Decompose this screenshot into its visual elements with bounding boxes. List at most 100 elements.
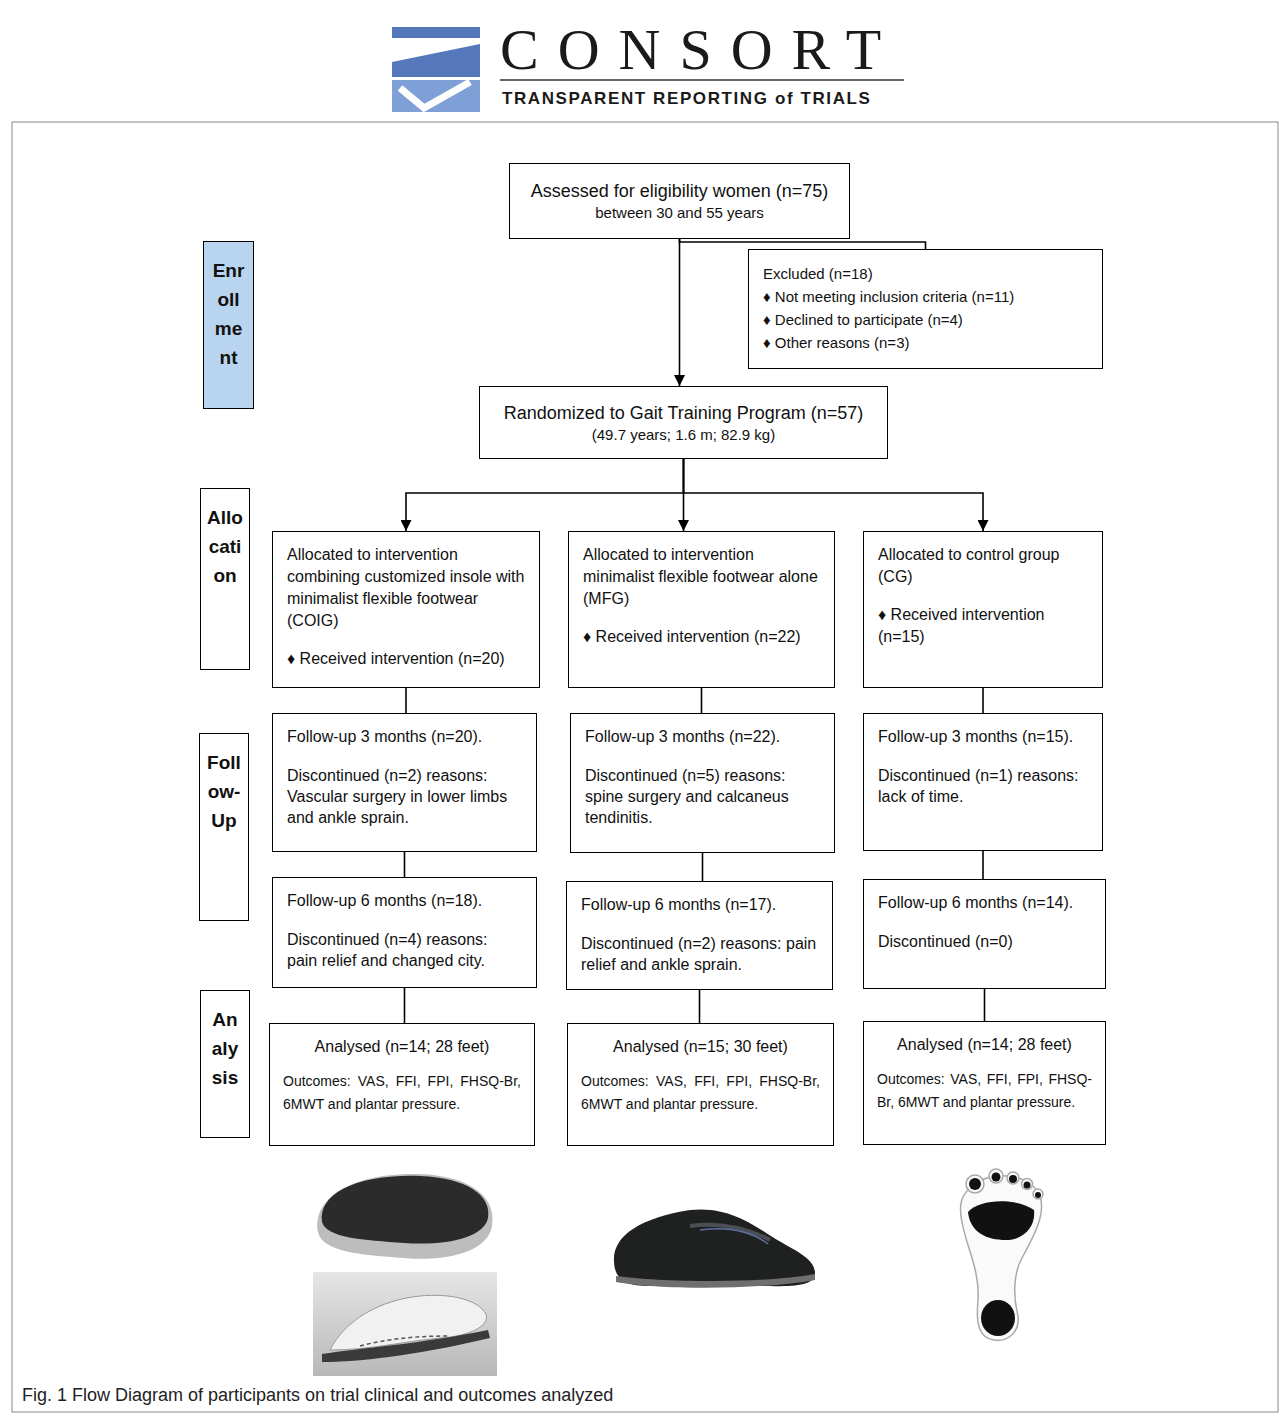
connector-line xyxy=(699,990,701,1023)
box-heading: Enr oll me nt xyxy=(206,256,251,372)
box-text: ♦ Other reasons (n=3) xyxy=(763,331,1088,354)
box-heading: Follow-up 3 months (n=22). xyxy=(585,726,820,747)
connector-arrow xyxy=(684,459,984,531)
insole-photo xyxy=(313,1272,497,1376)
process-box: Assessed for eligibility women (n=75)bet… xyxy=(509,163,850,239)
toe-outline xyxy=(1007,1172,1019,1184)
insole-rim xyxy=(317,1174,492,1259)
pressure-spot xyxy=(1009,1175,1017,1183)
allocation-box: Allocated to intervention minimalist fle… xyxy=(568,531,835,688)
consort-logo-icon xyxy=(392,27,480,112)
box-text: ♦ Received intervention (n=15) xyxy=(878,604,1088,648)
heel-pressure xyxy=(981,1300,1015,1336)
connector-arrow xyxy=(406,459,684,531)
analysis-box: Analysed (n=14; 28 feet)Outcomes: VAS, F… xyxy=(269,1023,535,1146)
box-heading: An aly sis xyxy=(203,1005,247,1092)
allocation-box: Allocated to control group (CG) ♦ Receive… xyxy=(863,531,1103,688)
box-heading: Analysed (n=14; 28 feet) xyxy=(877,1034,1092,1056)
box-text: Discontinued (n=0) xyxy=(878,931,1091,952)
figure-frame xyxy=(12,122,1278,1412)
box-heading: Assessed for eligibility women (n=75) xyxy=(531,179,829,203)
follow-up-box: Follow-up 6 months (n=17). Discontinued (… xyxy=(566,881,833,990)
box-text: Discontinued (n=5) reasons: spine surger… xyxy=(585,765,820,828)
follow-up-box: Follow-up 3 months (n=15). Discontinued (… xyxy=(863,713,1103,851)
box-text: ♦ Received intervention (n=20) xyxy=(287,648,525,670)
box-heading: Follow-up 3 months (n=20). xyxy=(287,726,522,747)
box-text: ♦ Received intervention (n=22) xyxy=(583,626,820,648)
insole-illustration xyxy=(313,1174,497,1376)
follow-up-box: Follow-up 3 months (n=20). Discontinued (… xyxy=(272,713,537,852)
box-heading: Allocated to intervention minimalist fle… xyxy=(583,544,820,610)
stage-band: Allo cati on xyxy=(200,488,250,670)
connector-line xyxy=(405,688,407,713)
logo-stripe xyxy=(392,38,480,62)
foot-pressure-illustration xyxy=(960,1169,1043,1340)
pressure-spot xyxy=(1035,1192,1041,1198)
box-text: ♦ Declined to participate (n=4) xyxy=(763,308,1088,331)
box-text: Outcomes: VAS, FFI, FPI, FHSQ-Br, 6MWT a… xyxy=(877,1068,1092,1114)
exclusion-box: Excluded (n=18)♦ Not meeting inclusion c… xyxy=(748,249,1103,369)
follow-up-box: Follow-up 6 months (n=18). Discontinued (… xyxy=(272,877,537,988)
stage-band: An aly sis xyxy=(200,990,250,1138)
connector-line xyxy=(680,239,926,249)
connector-line xyxy=(404,988,406,1023)
box-heading: Follow-up 6 months (n=14). xyxy=(878,892,1091,913)
process-box: Randomized to Gait Training Program (n=5… xyxy=(479,386,888,459)
connector-line xyxy=(701,688,703,713)
forefoot-pressure xyxy=(968,1201,1034,1240)
logo-wordmark: CONSORT xyxy=(500,20,900,80)
connector-arrow xyxy=(679,239,681,386)
analysis-box: Analysed (n=14; 28 feet) Outcomes: VAS, F… xyxy=(863,1021,1106,1145)
connector-line xyxy=(984,989,986,1021)
analysis-box: Analysed (n=15; 30 feet) Outcomes: VAS, F… xyxy=(567,1023,834,1146)
follow-up-box: Follow-up 3 months (n=22). Discontinued (… xyxy=(570,713,835,853)
pressure-spot xyxy=(1024,1182,1031,1189)
toe-outline xyxy=(1033,1189,1043,1199)
shoe-stitch xyxy=(700,1229,768,1244)
toe-outline xyxy=(989,1169,1003,1183)
box-heading: Excluded (n=18) xyxy=(763,262,1088,285)
logo-block xyxy=(392,80,480,112)
box-text: Discontinued (n=2) reasons: Vascular sur… xyxy=(287,765,522,828)
connector-line xyxy=(982,688,984,713)
box-heading: Follow-up 6 months (n=18). xyxy=(287,890,522,911)
shoe-body xyxy=(614,1209,815,1286)
box-text: between 30 and 55 years xyxy=(595,203,763,223)
pressure-spot xyxy=(992,1173,1001,1182)
arch-line xyxy=(360,1336,450,1346)
shoe-sole xyxy=(616,1274,815,1288)
toe-outline xyxy=(1022,1179,1033,1190)
box-heading: Analysed (n=15; 30 feet) xyxy=(581,1036,820,1058)
logo-tagline: TRANSPARENT REPORTING of TRIALS xyxy=(502,88,871,110)
box-text: Outcomes: VAS, FFI, FPI, FHSQ-Br, 6MWT a… xyxy=(581,1070,820,1116)
box-heading: Allocated to intervention combining cust… xyxy=(287,544,525,632)
box-heading: Follow-up 3 months (n=15). xyxy=(878,726,1088,747)
box-text: Discontinued (n=4) reasons: pain relief … xyxy=(287,929,522,971)
box-text: Discontinued (n=2) reasons: pain relief … xyxy=(581,933,818,975)
box-heading: Allocated to control group (CG) xyxy=(878,544,1088,588)
insole-side xyxy=(322,1330,490,1362)
follow-up-box: Follow-up 6 months (n=14). Discontinued (… xyxy=(863,879,1106,989)
box-heading: Allo cati on xyxy=(203,503,247,590)
logo-check xyxy=(400,82,470,108)
stage-band: Enr oll me nt xyxy=(203,241,254,409)
connector-line xyxy=(702,853,704,881)
box-text: ♦ Not meeting inclusion criteria (n=11) xyxy=(763,285,1088,308)
box-heading: Foll ow- Up xyxy=(202,748,246,835)
box-text: (49.7 years; 1.6 m; 82.9 kg) xyxy=(592,425,775,445)
box-text: Outcomes: VAS, FFI, FPI, FHSQ-Br, 6MWT a… xyxy=(283,1070,521,1116)
foot-outline xyxy=(960,1176,1041,1341)
box-heading: Randomized to Gait Training Program (n=5… xyxy=(504,401,864,425)
logo-block xyxy=(392,27,480,77)
connector-line xyxy=(404,852,406,877)
allocation-box: Allocated to intervention combining cust… xyxy=(272,531,540,688)
figure-caption: Fig. 1 Flow Diagram of participants on t… xyxy=(22,1384,613,1406)
box-heading: Follow-up 6 months (n=17). xyxy=(581,894,818,915)
toe-outline xyxy=(966,1175,984,1193)
stage-band: Foll ow- Up xyxy=(199,733,249,921)
shoe-illustration xyxy=(614,1209,815,1287)
box-text: Discontinued (n=1) reasons: lack of time… xyxy=(878,765,1088,807)
connector-line xyxy=(982,851,984,879)
pressure-spot xyxy=(969,1178,981,1190)
